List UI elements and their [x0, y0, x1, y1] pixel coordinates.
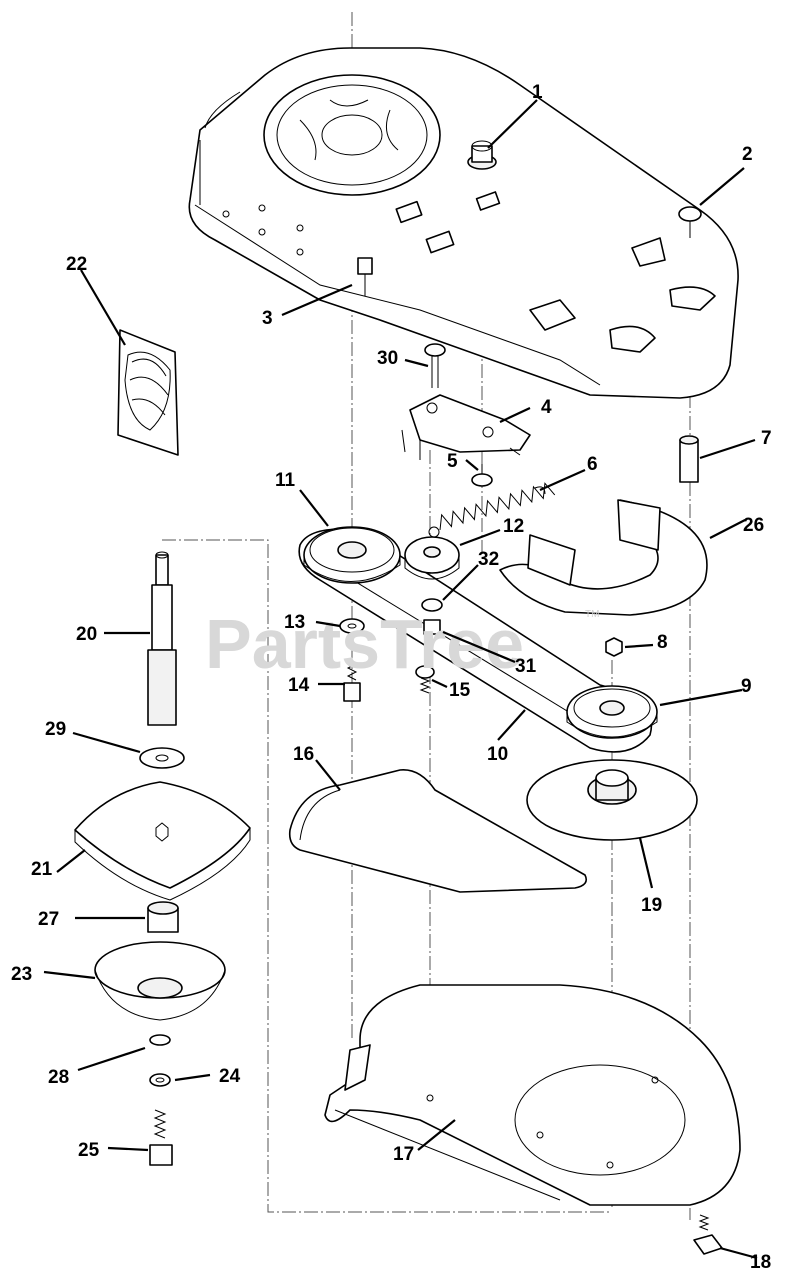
watermark: PartsTree [205, 605, 524, 683]
part-1-flange-nut [467, 140, 497, 170]
part-24-washer [149, 1073, 171, 1087]
callout-3: 3 [262, 308, 273, 329]
callout-13: 13 [284, 612, 305, 633]
callout-5: 5 [447, 451, 458, 472]
part-31-nut [423, 619, 441, 635]
part-14-bolt [343, 659, 361, 702]
callout-28: 28 [48, 1067, 69, 1088]
callout-11: 11 [275, 470, 296, 491]
part-6-spring [428, 482, 556, 538]
part-11-pulley [303, 526, 401, 584]
callout-9: 9 [741, 676, 752, 697]
callout-7: 7 [761, 428, 772, 449]
callout-30: 30 [377, 348, 398, 369]
watermark-tm: TM [585, 609, 599, 620]
callout-10: 10 [487, 744, 508, 765]
callout-6: 6 [587, 454, 598, 475]
callout-8: 8 [657, 632, 668, 653]
callout-22: 22 [66, 254, 87, 275]
callout-16: 16 [293, 744, 314, 765]
callout-23: 23 [11, 964, 32, 985]
part-29-washer [139, 747, 185, 769]
callout-4: 4 [541, 397, 552, 418]
callout-24: 24 [219, 1066, 241, 1087]
part-23-dish [94, 941, 226, 1021]
part-12-idler-pulley [404, 536, 460, 580]
part-16-shield [288, 769, 588, 893]
callout-27: 27 [38, 909, 59, 930]
callout-31: 31 [515, 656, 537, 677]
part-18-bolt [693, 1214, 723, 1255]
callout-25: 25 [78, 1140, 100, 1161]
callout-17: 17 [393, 1144, 414, 1165]
callout-19: 19 [641, 895, 662, 916]
part-15-screw [415, 665, 435, 694]
callout-12: 12 [503, 516, 524, 537]
callout-2: 2 [742, 144, 753, 165]
callout-1: 1 [532, 82, 543, 103]
part-5-screw [471, 464, 493, 487]
part-2-screw [678, 206, 702, 238]
part-17-lower-housing [324, 984, 741, 1206]
part-32-washer [421, 598, 443, 612]
part-8-nut [605, 637, 623, 657]
part-27-coupler [147, 901, 179, 933]
leader-lines [43, 99, 758, 1260]
callout-32: 32 [478, 549, 499, 570]
callout-15: 15 [449, 680, 471, 701]
part-3-bolt [357, 257, 373, 296]
callout-18: 18 [750, 1252, 771, 1273]
callout-21: 21 [31, 859, 53, 880]
part-4-idler-bracket [401, 394, 531, 460]
part-28-washer [149, 1034, 171, 1046]
part-20-shaft [147, 551, 177, 726]
callout-29: 29 [45, 719, 66, 740]
part-25-bolt [149, 1109, 173, 1166]
callout-14: 14 [288, 675, 310, 696]
callout-numbers: 1 2 3 4 5 6 7 8 9 10 11 12 13 14 15 16 1… [11, 82, 772, 1273]
callout-26: 26 [743, 515, 764, 536]
part-30-carriage-bolt [424, 343, 446, 388]
part-26-belt-guide [499, 499, 708, 616]
callout-20: 20 [76, 624, 97, 645]
housing-cover [188, 47, 739, 399]
part-9-pulley [566, 685, 658, 739]
part-7-spacer [679, 435, 699, 483]
part-19-plate [526, 759, 698, 841]
part-21-housing [74, 781, 251, 901]
part-22-belt-package [117, 329, 179, 456]
